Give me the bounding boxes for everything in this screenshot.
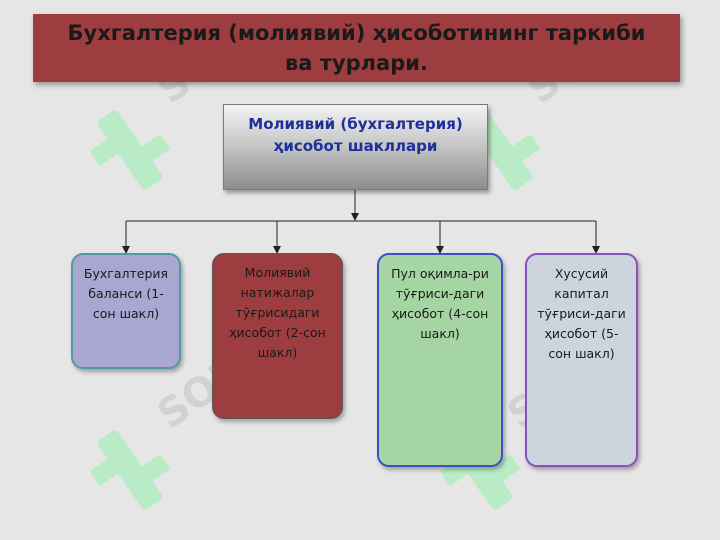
root-node: Молиявий (бухгалтерия) ҳисобот шакллари xyxy=(223,104,488,190)
node-equity: Хусусий капитал тўғриси-даги ҳисобот (5-… xyxy=(525,253,638,467)
root-node-label: Молиявий (бухгалтерия) ҳисобот шакллари xyxy=(248,115,463,155)
node-cash-flows: Пул оқимла-ри тўғриси-даги ҳисобот (4-со… xyxy=(377,253,503,467)
node-label: Пул оқимла-ри тўғриси-даги ҳисобот (4-со… xyxy=(391,266,489,341)
watermark-logo-icon xyxy=(90,430,170,510)
node-balance-sheet: Бухгалтерия баланси (1-сон шакл) xyxy=(71,253,181,369)
node-label: Хусусий капитал тўғриси-даги ҳисобот (5-… xyxy=(537,266,626,361)
watermark-logo-icon xyxy=(90,110,170,190)
node-financial-results: Молиявий натижалар тўғрисидаги ҳисобот (… xyxy=(212,253,343,419)
node-label: Бухгалтерия баланси (1-сон шакл) xyxy=(83,266,169,321)
slide-title: Бухгалтерия (молиявий) ҳисоботининг тарк… xyxy=(67,21,646,75)
node-label: Молиявий натижалар тўғрисидаги ҳисобот (… xyxy=(229,265,326,360)
title-bar: Бухгалтерия (молиявий) ҳисоботининг тарк… xyxy=(33,14,680,82)
